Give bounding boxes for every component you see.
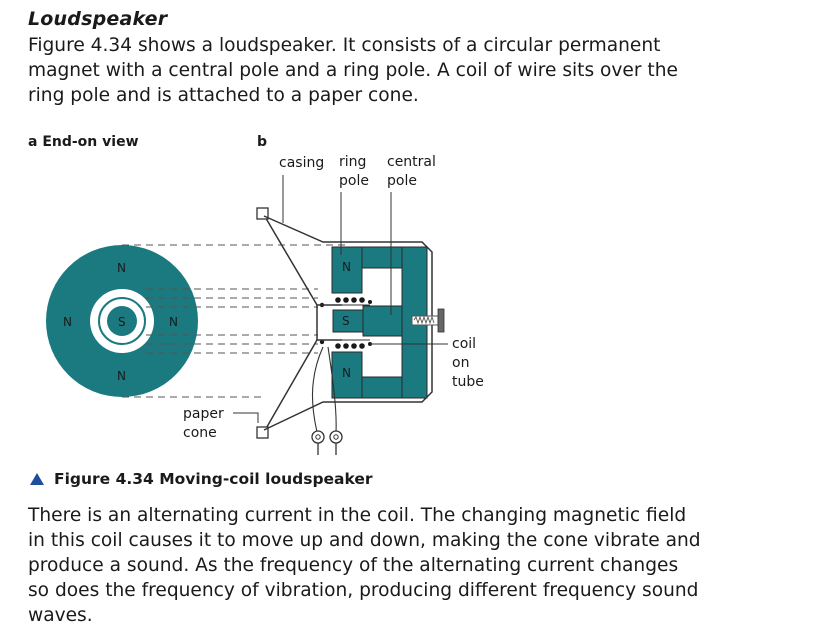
label-casing: casing bbox=[279, 155, 324, 171]
rear-vent-spring bbox=[413, 315, 435, 325]
caption-triangle-icon bbox=[30, 473, 44, 485]
cone-rim-top bbox=[256, 207, 269, 220]
label-central-pole-line2: pole bbox=[387, 173, 417, 189]
projection-lines bbox=[122, 244, 345, 398]
coil-windings bbox=[319, 297, 372, 349]
leader-lines bbox=[233, 175, 448, 423]
rear-screw bbox=[437, 308, 445, 333]
pole-a-bottom: N bbox=[117, 369, 126, 383]
label-central-pole-line1: central bbox=[387, 154, 436, 170]
terminal-connectors bbox=[311, 430, 343, 455]
end-on-view: N N S N N bbox=[46, 245, 198, 397]
lead-wires bbox=[311, 346, 337, 433]
label-paper-cone-line2: cone bbox=[183, 425, 217, 441]
pole-a-right: N bbox=[169, 315, 178, 329]
pole-b-bottom: N bbox=[342, 366, 351, 380]
central-pole-disc bbox=[107, 306, 137, 336]
figure-caption: Figure 4.34 Moving-coil loudspeaker bbox=[30, 470, 373, 488]
loudspeaker-figure: a End-on view b N N S N N bbox=[28, 134, 484, 455]
label-coil-line2: on bbox=[452, 355, 469, 371]
intro-paragraph: Figure 4.34 shows a loudspeaker. It cons… bbox=[28, 35, 678, 106]
label-ring-pole-line1: ring bbox=[339, 154, 366, 170]
label-paper-cone-line1: paper bbox=[183, 406, 224, 422]
panel-a-label: a End-on view bbox=[28, 134, 139, 150]
coil-ring-outline bbox=[98, 297, 146, 345]
label-ring-pole-line2: pole bbox=[339, 173, 369, 189]
panel-b-label: b bbox=[257, 134, 267, 150]
section-heading: Loudspeaker bbox=[28, 8, 168, 30]
pole-a-center: S bbox=[118, 315, 126, 329]
label-coil-line3: tube bbox=[452, 374, 484, 390]
cone-rim-bottom bbox=[256, 426, 269, 439]
pole-a-top: N bbox=[117, 261, 126, 275]
pole-b-top: N bbox=[342, 260, 351, 274]
body-paragraph: There is an alternating current in the c… bbox=[28, 505, 701, 626]
label-coil-line1: coil bbox=[452, 336, 476, 352]
pole-b-middle: S bbox=[342, 314, 350, 328]
paper-cone bbox=[263, 214, 342, 433]
cross-section: N S N bbox=[183, 154, 484, 455]
pole-a-left: N bbox=[63, 315, 72, 329]
figure-caption-text: Figure 4.34 Moving-coil loudspeaker bbox=[54, 470, 373, 488]
